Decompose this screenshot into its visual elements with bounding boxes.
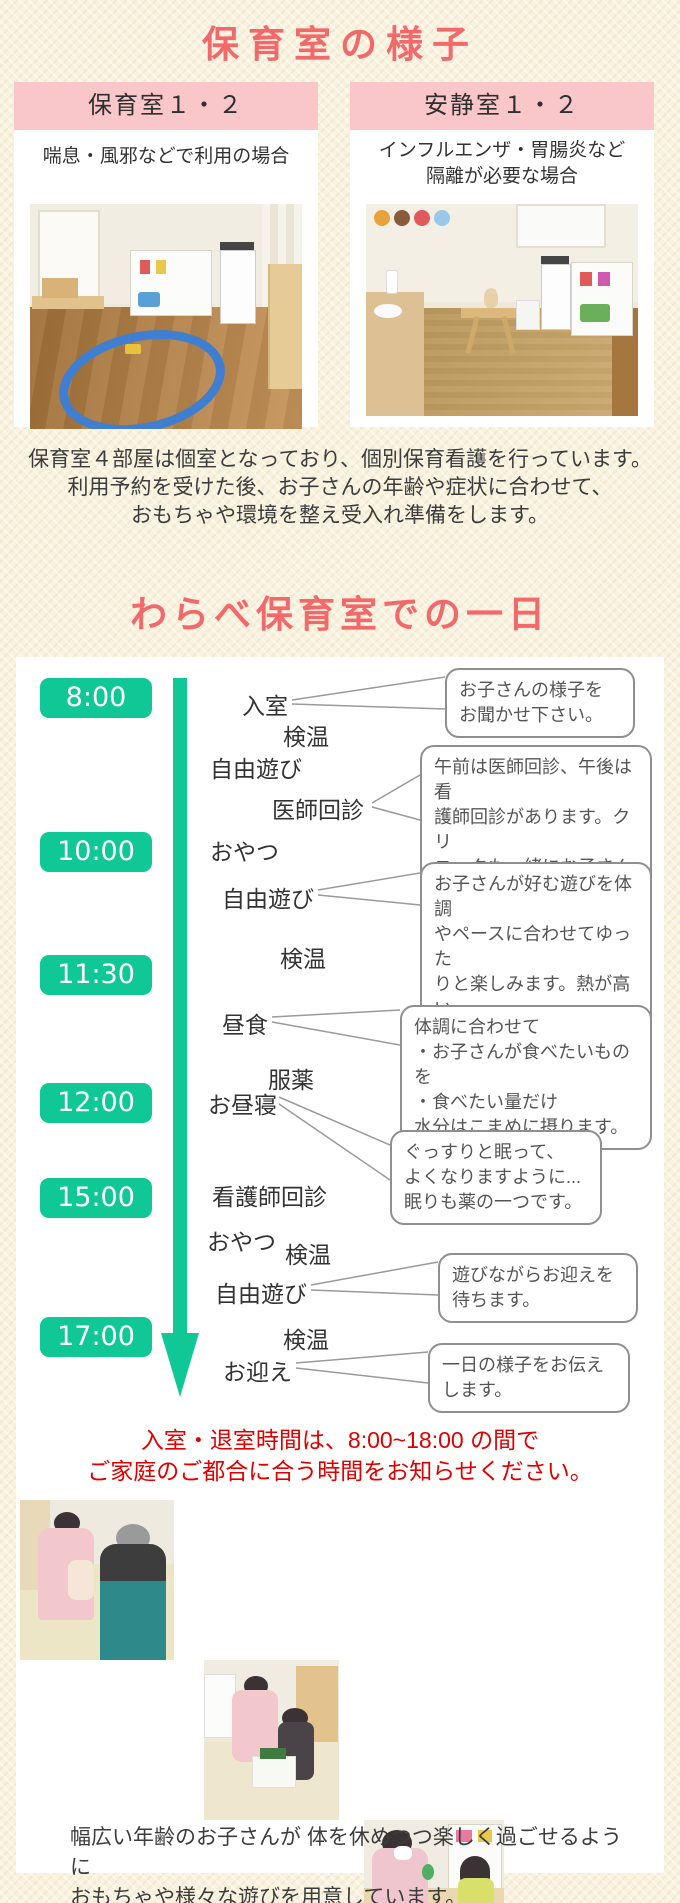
speech-bubble-waiting: 遊びながらお迎えを待ちます。 (438, 1253, 638, 1323)
rooms-section-title: 保育室の様子 (202, 24, 478, 65)
activity-pickup: お迎え (223, 1359, 292, 1385)
speech-bubble-enter: お子さんの様子をお聞かせ下さい。 (445, 668, 635, 738)
photo-nurse-playing-with-child (204, 1660, 339, 1820)
photo-doctor-examining-child (20, 1500, 174, 1660)
activity-nurse-round: 看護師回診 (212, 1184, 327, 1210)
time-badge-1700: 17:00 (40, 1317, 152, 1357)
timeline-bar (173, 678, 187, 1333)
speech-bubble-pickup: 一日の様子をお伝えします。 (428, 1343, 630, 1413)
photo-nurse-and-girl-with-toys (364, 1820, 504, 1903)
activity-lunch: 昼食 (222, 1012, 268, 1038)
time-badge-1130: 11:30 (40, 955, 152, 995)
time-badge-1200: 12:00 (40, 1083, 152, 1123)
activity-temp-check-3: 検温 (285, 1242, 331, 1268)
activity-medication: 服薬 (268, 1067, 314, 1093)
speech-bubble-nap: ぐっすりと眠って、よくなりますように...眠りも薬の一つです。 (390, 1130, 602, 1225)
time-badge-1000: 10:00 (40, 832, 152, 872)
photos-caption: 幅広い年齢のお子さんが 体を休めつつ楽しく過ごせるようにおもちゃや様々な遊びを用… (70, 1826, 622, 1903)
activity-free-play-1: 自由遊び (210, 756, 302, 782)
time-badge-0800: 8:00 (40, 678, 152, 718)
hours-notice: 入室・退室時間は、8:00~18:00 の間でご家庭のご都合に合う時間をお知らせ… (87, 1427, 593, 1484)
quiet-room-card: 安静室１・２ インフルエンザ・胃腸炎など隔離が必要な場合 (350, 82, 654, 427)
activity-temp-check-2: 検温 (280, 946, 326, 972)
activity-temp-check-1: 検温 (283, 724, 329, 750)
activity-temp-check-4: 検温 (283, 1327, 329, 1353)
activity-enter: 入室 (242, 693, 288, 719)
activity-doctor-round: 医師回診 (272, 797, 364, 823)
activity-free-play-3: 自由遊び (215, 1281, 307, 1307)
daily-schedule-panel: 8:00 10:00 11:30 12:00 15:00 17:00 入室 検温… (16, 657, 664, 1903)
nursery-room-card-caption: 喘息・風邪などで利用の場合 (42, 146, 290, 167)
activity-snack-2: おやつ (207, 1229, 276, 1255)
photo-quiet-room (366, 204, 638, 416)
rooms-description: 保育室４部屋は個室となっており、個別保育看護を行っています。利用予約を受けた後、… (28, 448, 652, 527)
photo-nursery-room (30, 204, 302, 429)
day-section-title: わらべ保育室での一日 (130, 594, 550, 635)
nursery-room-card-header: 保育室１・２ (14, 82, 318, 130)
time-badge-1500: 15:00 (40, 1178, 152, 1218)
activity-snack-1: おやつ (210, 839, 279, 865)
activity-free-play-2: 自由遊び (222, 886, 314, 912)
quiet-room-card-caption: インフルエンザ・胃腸炎など隔離が必要な場合 (378, 140, 626, 187)
speech-bubble-lunch: 体調に合わせて・お子さんが食べたいものを・食べたい量だけ水分はこまめに摂ります。 (400, 1005, 652, 1150)
nursery-room-card: 保育室１・２ 喘息・風邪などで利用の場合 (14, 82, 318, 429)
activity-nap: お昼寝 (208, 1092, 277, 1118)
timeline-arrow-icon (161, 1333, 199, 1397)
quiet-room-card-header: 安静室１・２ (350, 82, 654, 130)
